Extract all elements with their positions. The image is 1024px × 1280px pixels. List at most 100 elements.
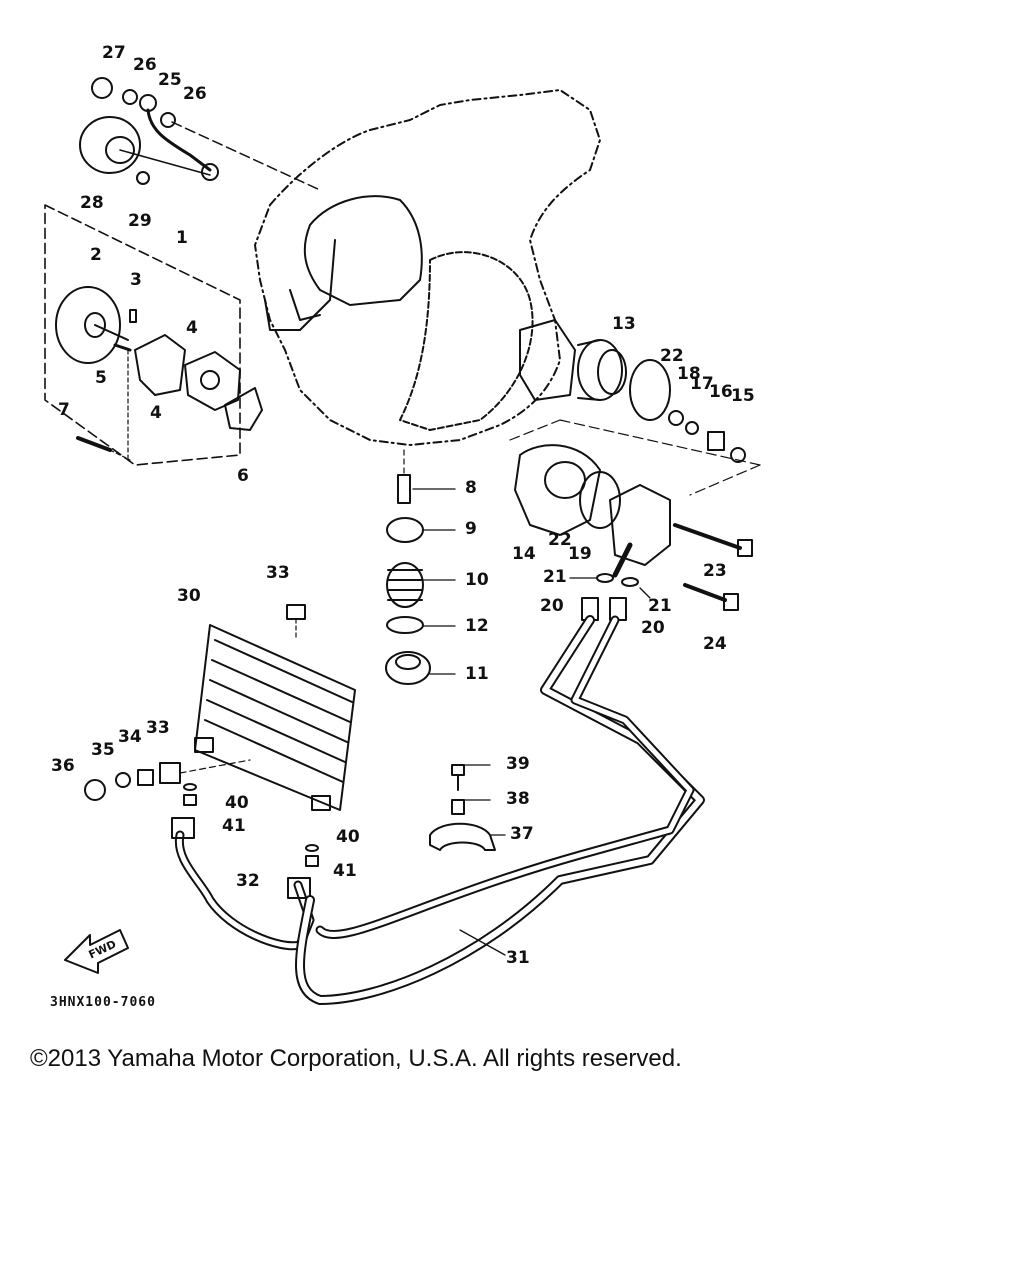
- label-20: 20: [641, 618, 665, 638]
- label-6: 6: [237, 466, 249, 486]
- diagram-drawing: [44, 77, 761, 1005]
- label-25: 25: [158, 70, 182, 90]
- part-5: [113, 343, 132, 352]
- label-12: 12: [465, 616, 489, 636]
- label-40: 40: [336, 827, 360, 847]
- label-38: 38: [506, 789, 530, 809]
- label-29: 29: [128, 211, 152, 231]
- label-1: 1: [176, 228, 188, 248]
- label-19: 19: [568, 544, 592, 564]
- crankcase-outline: [254, 89, 601, 446]
- label-34: 34: [118, 727, 142, 747]
- label-41: 41: [222, 816, 246, 836]
- part-2: [55, 286, 121, 364]
- label-32: 32: [236, 871, 260, 891]
- label-13: 13: [612, 314, 636, 334]
- group-box-1: [44, 204, 241, 466]
- diagram-code: 3HNX100-7060: [50, 995, 156, 1010]
- part-22b: [579, 471, 621, 529]
- part-31: [295, 615, 705, 1005]
- part-7: [76, 436, 112, 452]
- part-13: [577, 339, 623, 401]
- label-4: 4: [186, 318, 198, 338]
- label-31: 31: [506, 948, 530, 968]
- label-36: 36: [51, 756, 75, 776]
- crankcase-cover: [399, 251, 534, 431]
- label-28: 28: [80, 193, 104, 213]
- part-33a: [286, 604, 306, 620]
- label-26: 26: [183, 84, 207, 104]
- part-35: [115, 772, 131, 788]
- label-21: 21: [543, 567, 567, 587]
- label-39: 39: [506, 754, 530, 774]
- pump-body: [184, 351, 241, 411]
- part-38: [451, 799, 465, 815]
- label-33: 33: [146, 718, 170, 738]
- label-2: 2: [90, 245, 102, 265]
- label-30: 30: [177, 586, 201, 606]
- label-4: 4: [150, 403, 162, 423]
- label-23: 23: [703, 561, 727, 581]
- label-14: 14: [512, 544, 536, 564]
- label-22: 22: [548, 530, 572, 550]
- part-41b: [305, 855, 319, 867]
- part-6: [224, 387, 263, 431]
- part-21b: [621, 577, 639, 587]
- label-9: 9: [465, 519, 477, 539]
- part-34: [137, 769, 154, 786]
- part-26b: [160, 112, 176, 128]
- part-17: [685, 421, 699, 435]
- part-16: [707, 431, 725, 451]
- label-10: 10: [465, 570, 489, 590]
- label-37: 37: [510, 824, 534, 844]
- crankcase-inner: [303, 195, 423, 306]
- label-33: 33: [266, 563, 290, 583]
- copyright-notice: ©2013 Yamaha Motor Corporation, U.S.A. A…: [30, 1045, 682, 1072]
- part-41a: [183, 794, 197, 806]
- fwd-arrow-icon: [64, 929, 129, 974]
- part-40b: [305, 844, 319, 852]
- part-10: [387, 569, 423, 601]
- label-21: 21: [648, 596, 672, 616]
- part-30: [194, 624, 356, 811]
- part-23: [673, 523, 742, 550]
- part-14: [514, 444, 601, 536]
- part-29: [136, 171, 150, 185]
- part-26a: [122, 89, 138, 105]
- label-26: 26: [133, 55, 157, 75]
- label-15: 15: [731, 386, 755, 406]
- label-7: 7: [58, 400, 70, 420]
- part-24: [683, 583, 727, 602]
- pump-rotor-cover: [134, 334, 186, 396]
- label-41: 41: [333, 861, 357, 881]
- label-8: 8: [465, 478, 477, 498]
- label-35: 35: [91, 740, 115, 760]
- part-11: [385, 651, 431, 685]
- label-22: 22: [660, 346, 684, 366]
- label-11: 11: [465, 664, 489, 684]
- label-3: 3: [130, 270, 142, 290]
- oil-pipe-top: [146, 108, 212, 172]
- label-5: 5: [95, 368, 107, 388]
- label-40: 40: [225, 793, 249, 813]
- part-3: [129, 309, 137, 323]
- part-21a: [596, 573, 614, 583]
- label-27: 27: [102, 43, 126, 63]
- part-18: [668, 410, 684, 426]
- parts-diagram: FWD 27 26 25 26 28 29 1 2 3 4 5 4 6 7 8 …: [44, 43, 761, 1010]
- part-40a: [183, 783, 197, 791]
- part-15: [730, 447, 746, 463]
- part-19: [609, 484, 671, 566]
- part-12: [386, 616, 424, 634]
- label-16: 16: [709, 382, 733, 402]
- oil-filter-gasket: [519, 319, 576, 401]
- part-22a: [629, 359, 671, 421]
- part-9: [386, 517, 424, 543]
- part-36: [84, 779, 106, 801]
- part-27: [91, 77, 113, 99]
- part-39: [451, 764, 465, 776]
- label-20: 20: [540, 596, 564, 616]
- label-18: 18: [677, 364, 701, 384]
- part-28: [79, 116, 141, 174]
- label-24: 24: [703, 634, 727, 654]
